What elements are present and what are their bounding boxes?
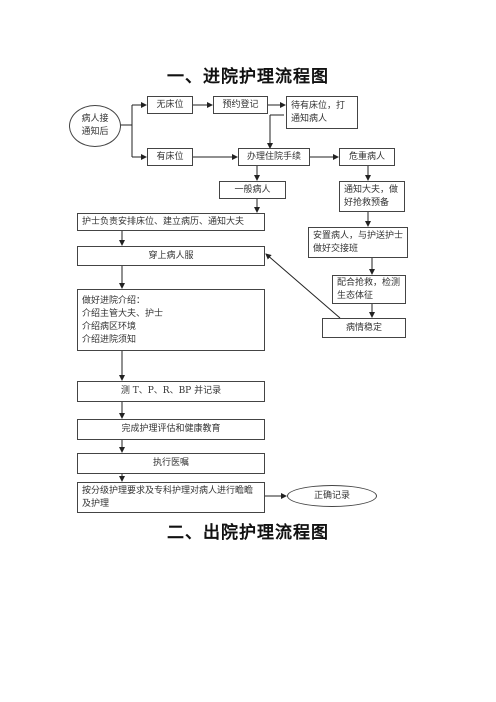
measure-vitals-node: 测 T、P、R、BP 并记录 (77, 381, 265, 402)
notified-label: 病人接 通知后 (81, 114, 109, 137)
settle-patient-node: 安置病人，与护送护士 做好交接班 (308, 227, 408, 258)
execute-orders-node: 执行医嘱 (77, 453, 265, 474)
rescue-monitor-node: 配合抢救，检测 生态体征 (332, 275, 406, 304)
condition-stable-node: 病情稳定 (322, 318, 406, 338)
nursing-assessment-node: 完成护理评估和健康教育 (77, 419, 265, 440)
admission-procedure-node: 办理住院手续 (238, 148, 310, 166)
graded-care-node: 按分级护理要求及专科护理对病人进行瞻瞻 及护理 (77, 482, 265, 513)
notified-node: 病人接 通知后 (69, 105, 121, 147)
no-bed-node: 无床位 (147, 96, 193, 114)
discharge-flow-title: 二、出院护理流程图 (167, 523, 329, 543)
correct-record-label: 正确记录 (313, 490, 350, 501)
critical-patient-node: 危重病人 (339, 148, 395, 166)
reserve-node: 预约登记 (213, 96, 268, 114)
wait-bed-node: 待有床位，打 通知病人 (286, 96, 358, 129)
correct-record-node: 正确记录 (287, 485, 377, 507)
nurse-arrange-node: 护士负责安排床位、建立病历、通知大夫 (77, 213, 265, 231)
admission-introduction-node: 做好进院介绍： 介绍主管大夫、护士 介绍病区环境 介绍进院须知 (77, 289, 265, 351)
notify-doctor-node: 通知大夫，做 好抢救预备 (339, 181, 405, 212)
admission-flow-title: 一、进院护理流程图 (167, 67, 329, 87)
has-bed-node: 有床位 (147, 148, 193, 166)
general-patient-node: 一般病人 (219, 181, 286, 199)
wear-clothes-node: 穿上病人服 (77, 246, 265, 266)
